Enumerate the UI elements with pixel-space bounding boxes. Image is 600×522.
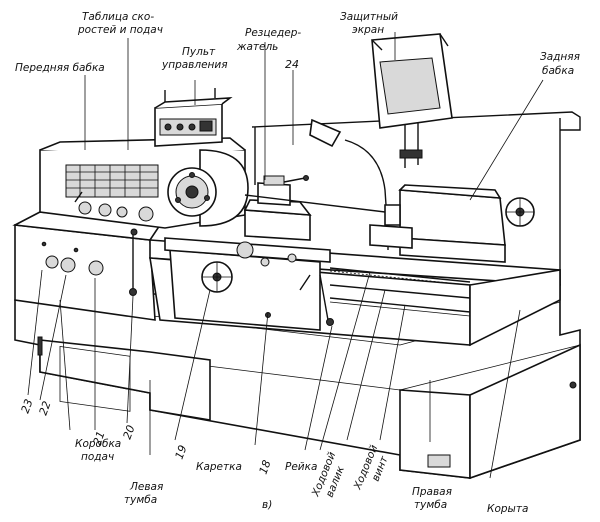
labels: Таблица ско- ростей и подач Передняя баб… [15,11,580,515]
panel-button-2 [176,123,184,131]
workpiece [244,194,386,213]
speed-feed-table [65,164,159,198]
right-pedestal-grille [427,454,451,468]
tailstock-quill [384,204,401,226]
label-tailstock-2: бабка [542,65,574,77]
feed-lever-top-ball [130,228,138,236]
label-tailstock: Задняя [540,51,580,63]
label-figure-letter: в) [262,499,272,511]
label-tool-holder-2: жатель [236,41,278,53]
back-splash-frame [251,111,581,131]
number-20: 20 [121,423,138,441]
label-right-pedestal-2: тумба [414,499,447,511]
label-left-pedestal-2: тумба [124,494,157,506]
headstock-knob-1 [78,201,92,215]
feed-knob-small [41,241,47,247]
lamp-shade [309,118,342,148]
feed-knob-22 [60,257,76,273]
tool-post-handle-ball [303,175,309,181]
rack-teeth [329,270,471,286]
number-23: 23 [19,397,36,415]
left-pedestal-slot [37,336,43,356]
chuck-jaw-2 [204,195,210,201]
tool-post-top [263,175,285,186]
control-panel-top [154,97,233,109]
lead-screw-2 [329,301,471,317]
feed-knob-21 [88,260,104,276]
label-guard-2: экран [352,24,384,36]
guard-screen-edge [371,33,449,51]
panel-button-3 [188,123,196,131]
speed-table-grid [66,165,158,197]
number-21: 21 [91,429,108,447]
headstock-knob-4 [138,206,154,222]
chuck-inner [185,185,199,199]
chuck-jaw-3 [175,197,181,203]
guard-screen-window [379,57,441,115]
feed-knob-23 [45,255,59,269]
apron-lever-18 [319,274,329,321]
tailstock-top [398,184,502,199]
label-right-pedestal: Правая [412,486,452,498]
guard-mount-block [399,149,423,159]
tailstock-base [399,237,506,263]
label-rack: Рейка [285,461,317,473]
label-feed-box-2: подач [81,451,114,463]
label-aprons: Корыта [487,503,528,515]
number-19: 19 [173,443,190,461]
lamp-arm [344,139,389,236]
label-table-speeds: Таблица ско- [82,11,154,23]
label-control-panel: Пульт [182,46,216,58]
tool-post [257,182,291,206]
label-carriage: Каретка [196,461,242,473]
headstock-knob-3 [116,206,128,218]
right-pedestal-knob [569,381,577,389]
number-labels: 24 23 22 21 20 19 18 [19,58,299,476]
label-left-pedestal: Левая [129,481,163,493]
label-control-panel-2: управления [161,59,228,71]
chuck-guard [199,149,249,227]
panel-meter [199,120,213,132]
feed-rod [329,284,471,299]
label-feed-box: Коробка [75,438,121,450]
label-table-speeds-2: ростей и подач [77,24,163,36]
right-pedestal-side [469,343,581,480]
lead-screw [329,297,471,313]
panel-mount [164,88,216,102]
apron-lever-18-ball [326,318,334,326]
apron-lever-2 [299,274,311,291]
number-24: 24 [285,58,299,71]
panel-button-1 [164,123,172,131]
rack [329,267,471,283]
leader-lines [27,32,544,479]
label-headstock: Передняя бабка [15,62,105,74]
guard-mount [404,122,419,168]
handwheel-19-spokes [202,262,232,292]
headstock-knob-2 [98,203,112,217]
feed-knob-small-2 [73,247,79,253]
steady-rest [369,224,413,249]
tailstock-handwheel-spokes [506,198,534,226]
number-18: 18 [257,458,274,476]
chuck-jaw-1 [189,172,195,178]
apron [169,249,321,331]
left-pedestal [39,339,211,421]
bed-front-right [469,269,561,347]
number-22: 22 [37,399,54,417]
label-tool-holder: Резцедер- [245,27,301,39]
apron-knob-1 [236,241,254,259]
tailstock-body [399,189,506,246]
apron-knob-2 [260,257,270,267]
apron-knob-3 [287,253,297,263]
label-guard: Защитный [340,11,398,23]
headstock-lever [74,191,83,203]
tool-post-handle [283,177,306,183]
feed-lever-20-ball [129,288,137,296]
